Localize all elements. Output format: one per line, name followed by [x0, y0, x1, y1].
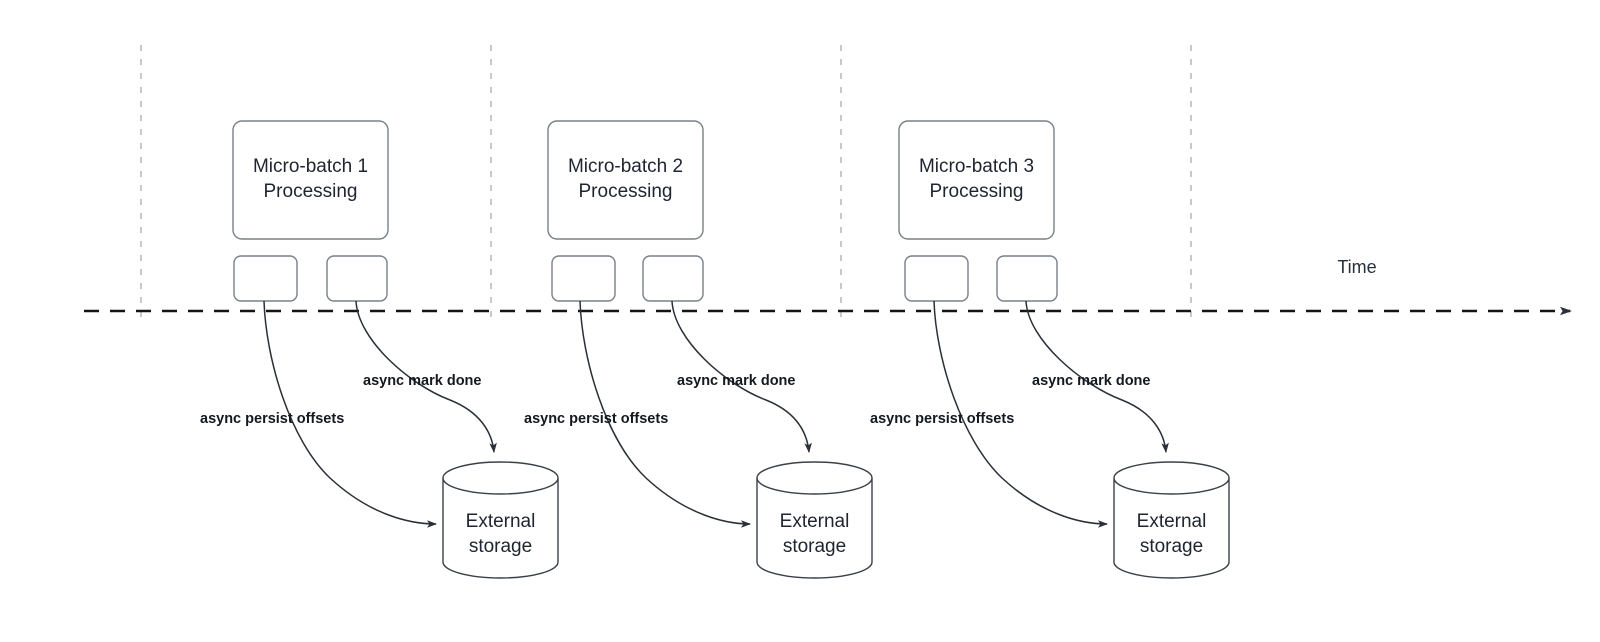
process-box-2-line1: Micro-batch 2 — [568, 156, 683, 177]
micro-batch-group-2: Micro-batch 2 Processing async persist o… — [524, 120, 873, 579]
storage-label-3-line2: storage — [1140, 536, 1203, 557]
process-box-2-line2: Processing — [579, 181, 673, 202]
process-box-2[interactable] — [547, 120, 704, 240]
process-box-3[interactable] — [898, 120, 1055, 240]
storage-label-2-line2: storage — [783, 536, 846, 557]
edge-label-persist-offsets-1: async persist offsets — [200, 411, 344, 427]
task-box-2b[interactable] — [642, 255, 704, 302]
storage-label-2-line1: External — [780, 511, 850, 532]
edge-persist-offsets-1 — [263, 300, 437, 528]
edge-persist-offsets-3 — [933, 300, 1108, 528]
storage-label-1-line1: External — [466, 511, 536, 532]
process-box-1[interactable] — [232, 120, 389, 240]
edge-label-persist-offsets-3: async persist offsets — [870, 411, 1014, 427]
task-box-1b[interactable] — [326, 255, 388, 302]
storage-cylinder-1[interactable]: External storage — [442, 461, 559, 579]
storage-cylinder-3[interactable]: External storage — [1113, 461, 1230, 579]
storage-cylinder-2[interactable]: External storage — [756, 461, 873, 579]
process-box-1-line1: Micro-batch 1 — [253, 156, 368, 177]
timeline-axis-label: Time — [1337, 257, 1376, 277]
edge-mark-done-2 — [671, 300, 812, 453]
edge-mark-done-3 — [1025, 300, 1169, 453]
task-box-2a[interactable] — [551, 255, 616, 302]
process-box-3-line1: Micro-batch 3 — [919, 156, 1034, 177]
process-box-3-line2: Processing — [930, 181, 1024, 202]
storage-label-1-line2: storage — [469, 536, 532, 557]
edge-persist-offsets-2 — [579, 300, 751, 528]
edge-label-persist-offsets-2: async persist offsets — [524, 411, 668, 427]
task-box-1a[interactable] — [233, 255, 298, 302]
storage-label-3-line1: External — [1137, 511, 1207, 532]
process-box-1-line2: Processing — [264, 181, 358, 202]
edge-mark-done-1 — [355, 300, 497, 453]
edge-label-mark-done-1: async mark done — [363, 373, 481, 389]
micro-batch-group-3: Micro-batch 3 Processing async persist o… — [870, 120, 1230, 579]
task-box-3b[interactable] — [996, 255, 1058, 302]
divider-group — [140, 45, 1192, 318]
edge-label-mark-done-3: async mark done — [1032, 373, 1150, 389]
micro-batch-group-1: Micro-batch 1 Processing async persist o… — [200, 120, 559, 579]
task-box-3a[interactable] — [904, 255, 969, 302]
edge-label-mark-done-2: async mark done — [677, 373, 795, 389]
